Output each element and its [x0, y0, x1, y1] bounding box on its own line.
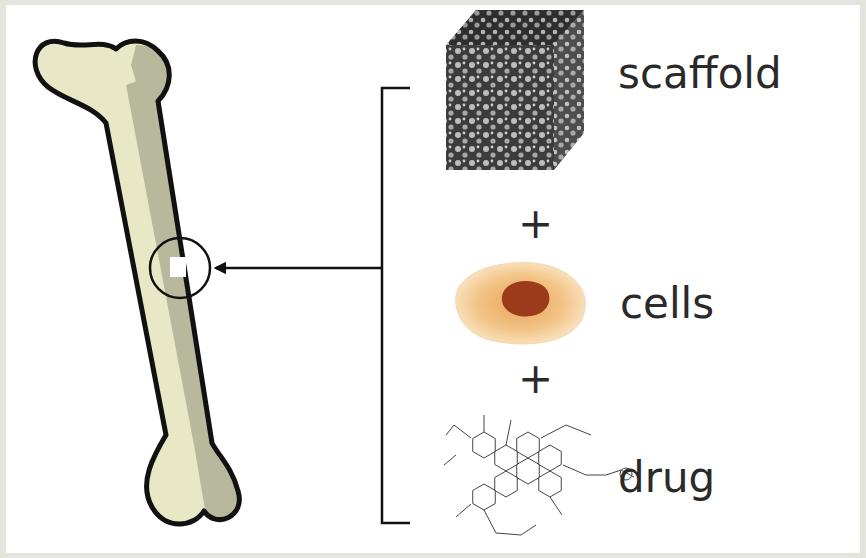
scaffold-cube: [446, 10, 584, 170]
molecule-bond: [444, 455, 456, 465]
molecule-ring: [473, 484, 496, 510]
femur-bone: [35, 41, 246, 545]
molecule-bond: [521, 525, 536, 535]
molecule-bond: [541, 425, 566, 438]
pointer-arrow: [216, 267, 382, 270]
molecule-ring: [473, 432, 496, 458]
molecule-ring: [495, 471, 518, 497]
molecule-ring: [517, 432, 540, 458]
molecule-bond: [484, 415, 485, 432]
component-label: scaffold: [618, 53, 782, 95]
molecule-ring: [517, 458, 540, 484]
figure-panel: scaffold + cells + drug: [6, 5, 860, 553]
plus-sign: +: [518, 358, 553, 400]
bracket: [382, 88, 410, 523]
component-label: cells: [620, 283, 714, 325]
molecule-bond: [456, 504, 471, 517]
bone-defect: [170, 257, 186, 277]
molecule-bond: [454, 425, 471, 438]
molecule-bond: [484, 510, 496, 533]
molecule-ring: [495, 445, 518, 471]
molecule-bond: [586, 475, 606, 476]
plus-sign: +: [518, 203, 553, 245]
molecule-ring: [539, 471, 562, 497]
drug-molecule: [444, 415, 634, 535]
component-label: drug: [618, 457, 715, 499]
molecule-bond: [446, 425, 454, 435]
molecule-ring: [539, 445, 562, 471]
defect-circle: [150, 238, 210, 298]
molecule-bond: [506, 420, 511, 445]
molecule-bond: [566, 425, 591, 435]
molecule-bond: [550, 497, 562, 515]
molecule-bond: [563, 465, 586, 475]
molecule-bond: [496, 533, 521, 535]
cell-illustration: [456, 263, 586, 344]
